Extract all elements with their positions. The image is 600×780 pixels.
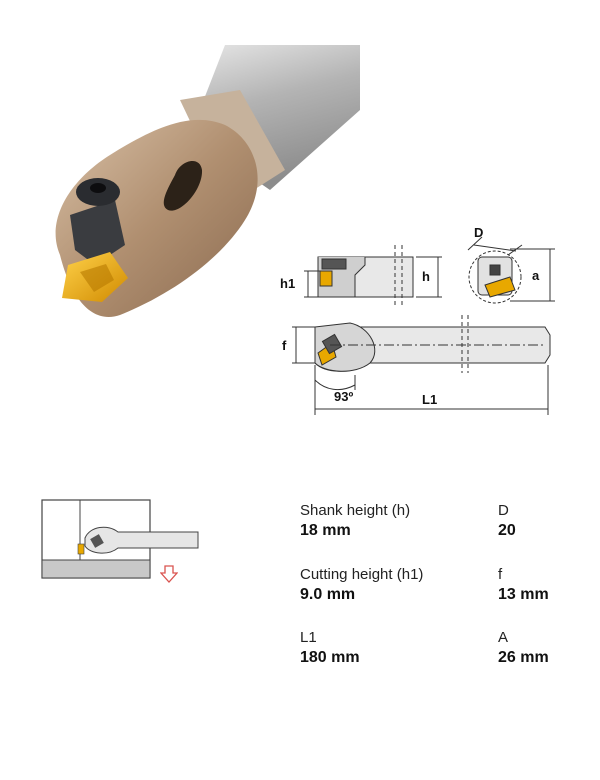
technical-drawing: h1 h D a f 93º L1 xyxy=(280,225,555,415)
spec-label-a: A xyxy=(498,629,509,646)
spec-value-a: 26 mm xyxy=(498,649,549,666)
end-view xyxy=(467,236,555,304)
spec-label-d: D xyxy=(498,502,509,519)
coolant-slot xyxy=(163,160,203,211)
spec-value-d: 20 xyxy=(498,522,516,539)
spec-value-cutting-height: 9.0 mm xyxy=(300,586,356,603)
spec-value-l1: 180 mm xyxy=(300,649,360,666)
application-schematic xyxy=(41,499,199,579)
spec-value-shank-height: 18 mm xyxy=(300,522,351,539)
label-h1: h1 xyxy=(280,276,295,291)
spec-value-f: 13 mm xyxy=(498,586,549,603)
feed-direction-icon xyxy=(160,565,178,583)
label-D: D xyxy=(474,225,483,240)
spec-label-shank-height: Shank height (h) xyxy=(300,502,411,519)
side-view xyxy=(304,245,442,307)
label-L1: L1 xyxy=(422,392,437,407)
top-view xyxy=(292,315,551,415)
label-h: h xyxy=(422,269,430,284)
label-a: a xyxy=(532,268,540,283)
spec-label-f: f xyxy=(498,566,503,583)
label-angle: 93º xyxy=(334,389,353,404)
clamp-body xyxy=(70,200,125,265)
spec-label-cutting-height: Cutting height (h1) xyxy=(300,566,424,583)
spec-label-l1: L1 xyxy=(300,629,317,646)
product-photo xyxy=(55,45,360,317)
label-f: f xyxy=(282,338,287,353)
